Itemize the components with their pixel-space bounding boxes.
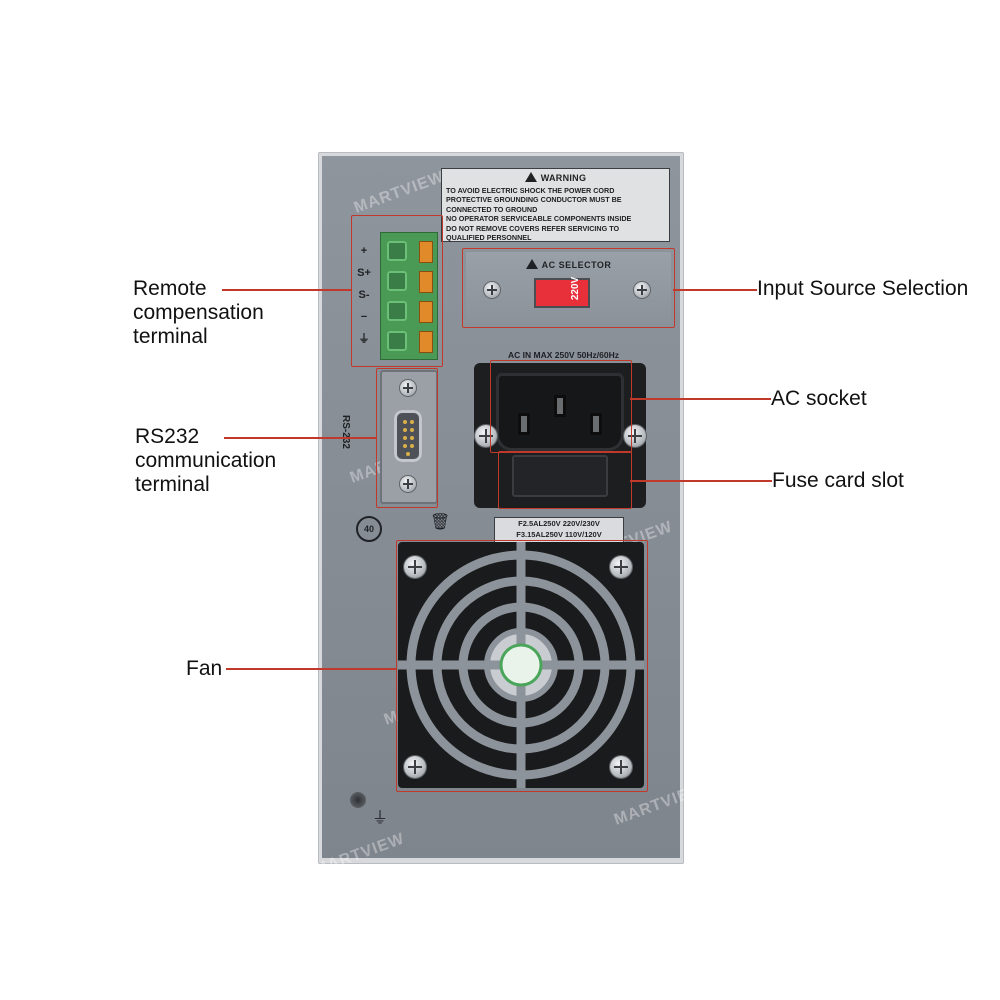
warning-line: PROTECTIVE GROUNDING CONDUCTOR MUST BE (446, 195, 622, 205)
fuse-slot-callout: Fuse card slot (772, 469, 904, 492)
weee-bin-icon: 🗑 (430, 514, 451, 531)
warning-line: DO NOT REMOVE COVERS REFER SERVICING TO (446, 223, 620, 233)
highlight-selector (462, 248, 675, 328)
terminal-slot[interactable] (387, 241, 407, 261)
warning-line: NO OPERATOR SERVICEABLE COMPONENTS INSID… (446, 214, 632, 224)
highlight-fan (396, 540, 648, 792)
warning-line: TO AVOID ELECTRIC SHOCK THE POWER CORD (446, 186, 615, 195)
ac-selector-switch[interactable]: 220V (534, 277, 590, 308)
highlight-fuse (498, 451, 632, 509)
leader-ac-socket (630, 398, 771, 400)
warning-line: QUALIFIED PERSONNEL (446, 233, 532, 243)
remote-compensation-callout: Remote compensation terminal (133, 277, 264, 348)
warning-triangle-icon (524, 172, 537, 182)
screw-icon (484, 282, 500, 298)
screw-icon (400, 476, 416, 492)
leader-rs232 (224, 437, 376, 439)
terminal-lever[interactable] (419, 331, 433, 353)
db9-connector (394, 410, 422, 462)
watermark-text: MARTVIEW (351, 168, 447, 217)
terminal-lever[interactable] (419, 301, 433, 323)
screw-icon (404, 756, 426, 778)
highlight-ac-socket (490, 360, 632, 453)
ac-socket-callout: AC socket (771, 387, 867, 410)
ac-in-label: AC IN MAX 250V 50Hz/60Hz (507, 350, 619, 360)
highlight-remote-terminal (351, 215, 443, 367)
ground-symbol-icon: ⏚ (372, 810, 389, 827)
rs232-label: RS-232 (340, 415, 351, 449)
terminal-slot[interactable] (387, 271, 407, 291)
remote-compensation-terminal[interactable] (380, 232, 438, 360)
terminal-lever[interactable] (419, 271, 433, 293)
warning-title: WARNING (446, 172, 665, 183)
rs232-port[interactable] (380, 370, 438, 504)
ac-socket-module (474, 363, 646, 508)
input-source-callout: Input Source Selection (757, 277, 969, 300)
warning-line: CONNECTED TO GROUND (446, 204, 538, 214)
leader-fan (226, 668, 396, 670)
screw-icon (400, 380, 416, 396)
leader-remote (222, 289, 351, 291)
terminal-slot[interactable] (387, 301, 407, 321)
fan-callout: Fan (186, 657, 223, 680)
fuse-rating-label: F2.5AL250V 220V/230V F3.15AL250V 110V/12… (494, 517, 624, 543)
eco-period-40-icon: 40 (356, 516, 382, 542)
terminal-slot[interactable] (387, 331, 407, 351)
screw-icon (624, 425, 646, 447)
screw-icon (610, 756, 632, 778)
terminal-labels: + S+ S- − ⏚ (357, 245, 371, 345)
leader-input-source (673, 289, 757, 291)
warning-triangle-icon (525, 259, 538, 269)
screw-icon (475, 425, 497, 447)
watermark-text: MARTVIEW (311, 830, 407, 879)
rs232-callout: RS232 communication terminal (135, 425, 277, 496)
ac-selector-plate: AC SELECTOR 220V (466, 252, 671, 324)
screw-icon (610, 556, 632, 578)
ground-post[interactable] (350, 792, 366, 808)
leader-fuse (630, 480, 772, 482)
fan (398, 542, 644, 788)
warning-label: WARNING TO AVOID ELECTRIC SHOCK THE POWE… (441, 168, 670, 242)
ac-socket[interactable] (496, 373, 624, 451)
ac-selector-title: AC SELECTOR (466, 259, 671, 270)
screw-icon (634, 282, 650, 298)
terminal-lever[interactable] (419, 241, 433, 263)
screw-icon (404, 556, 426, 578)
fan-grille (398, 542, 644, 788)
highlight-rs232 (376, 368, 438, 508)
fuse-card-slot[interactable] (512, 455, 608, 497)
